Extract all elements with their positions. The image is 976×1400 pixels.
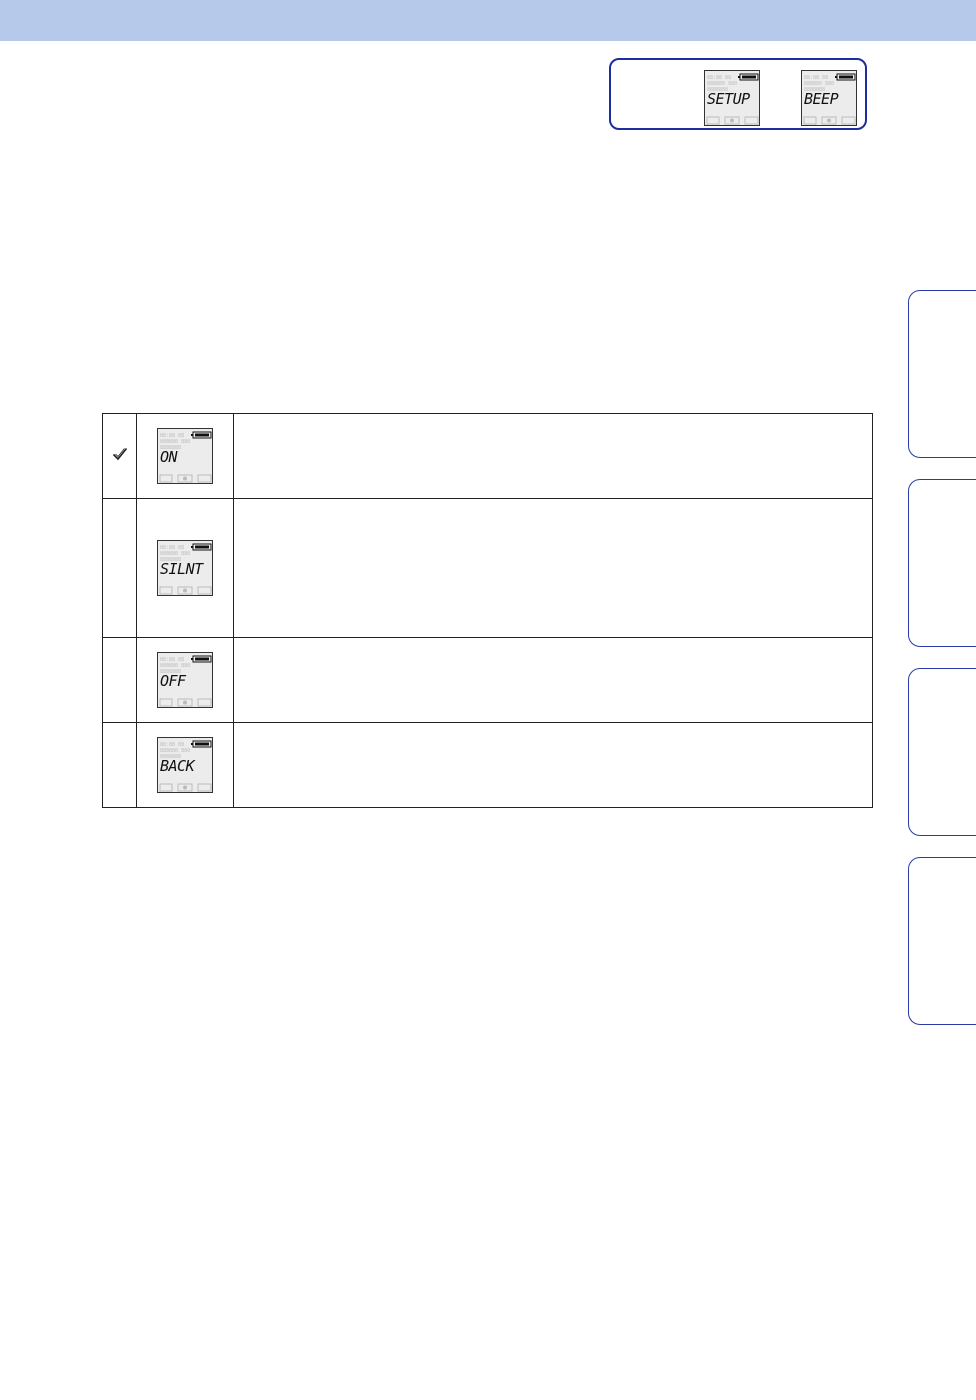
lcd-screen-silnt: 88:88 88 888880 880 8888888 SILNT: [157, 540, 213, 596]
lcd-segments-icon: 88:88 88 888880 880 8888888: [159, 543, 212, 595]
lcd-screen-setup: 88:88 88 888880 880 8888888 SETUP: [704, 70, 760, 126]
svg-text:8888888: 8888888: [160, 754, 181, 760]
lcd-screen-beep: 88:88 88 888880 880 8888888 BEEP: [801, 70, 857, 126]
description-cell: [233, 498, 873, 638]
lcd-cell: 88:88 88 888880 880 8888888 SILNT: [136, 498, 234, 638]
description-cell: [233, 722, 873, 808]
lcd-display-text: BEEP: [804, 90, 839, 108]
side-tab-4[interactable]: [908, 857, 976, 1025]
svg-text:88:88 88: 88:88 88: [160, 657, 184, 663]
svg-text:888880 880: 888880 880: [160, 439, 190, 445]
side-tab-2[interactable]: [908, 479, 976, 647]
header-band: [0, 0, 976, 41]
svg-text:888880 880: 888880 880: [160, 663, 190, 669]
lcd-segments-icon: 88:88 88 888880 880 8888888: [706, 73, 759, 125]
lcd-segments-icon: 88:88 88 888880 880 8888888: [803, 73, 856, 125]
svg-text:88:88 88: 88:88 88: [804, 75, 828, 81]
default-marker-cell: [102, 498, 137, 638]
lcd-display-text: SILNT: [160, 560, 203, 578]
svg-text:888880 880: 888880 880: [160, 748, 190, 754]
default-marker-cell: [102, 413, 137, 499]
menu-path-box: 88:88 88 888880 880 8888888 SETUP 88:88 …: [609, 58, 867, 130]
svg-text:888880 880: 888880 880: [804, 81, 834, 87]
lcd-cell: 88:88 88 888880 880 8888888 BACK: [136, 722, 234, 808]
table-row: 88:88 88 888880 880 8888888 ON: [102, 413, 873, 499]
lcd-display-text: ON: [160, 448, 178, 466]
svg-text:8888888: 8888888: [160, 557, 181, 563]
default-marker-cell: [102, 637, 137, 723]
lcd-cell: 88:88 88 888880 880 8888888 ON: [136, 413, 234, 499]
svg-text:88:88 88: 88:88 88: [707, 75, 731, 81]
svg-text:8888888: 8888888: [804, 87, 825, 93]
svg-text:88:88 88: 88:88 88: [160, 433, 184, 439]
table-row: 88:88 88 888880 880 8888888 SILNT: [102, 498, 873, 638]
lcd-segments-icon: 88:88 88 888880 880 8888888: [159, 431, 212, 483]
svg-text:88:88 88: 88:88 88: [160, 742, 184, 748]
lcd-display-text: SETUP: [707, 90, 750, 108]
check-mark-icon: [112, 447, 127, 460]
default-marker-cell: [102, 722, 137, 808]
svg-text:8888888: 8888888: [707, 87, 728, 93]
svg-text:88:88 88: 88:88 88: [160, 545, 184, 551]
side-tab-1[interactable]: [908, 290, 976, 458]
lcd-screen-off: 88:88 88 888880 880 8888888 OFF: [157, 652, 213, 708]
lcd-segments-icon: 88:88 88 888880 880 8888888: [159, 740, 212, 792]
description-cell: [233, 413, 873, 499]
svg-text:888880 880: 888880 880: [160, 551, 190, 557]
table-row: 88:88 88 888880 880 8888888 BACK: [102, 722, 873, 808]
beep-options-table: 88:88 88 888880 880 8888888 ON: [102, 413, 873, 808]
lcd-screen-on: 88:88 88 888880 880 8888888 ON: [157, 428, 213, 484]
svg-text:8888888: 8888888: [160, 669, 181, 675]
lcd-screen-back: 88:88 88 888880 880 8888888 BACK: [157, 737, 213, 793]
lcd-display-text: BACK: [160, 757, 195, 775]
description-cell: [233, 637, 873, 723]
lcd-segments-icon: 88:88 88 888880 880 8888888: [159, 655, 212, 707]
side-tab-3[interactable]: [908, 668, 976, 836]
svg-text:888880 880: 888880 880: [707, 81, 737, 87]
table-row: 88:88 88 888880 880 8888888 OFF: [102, 637, 873, 723]
lcd-cell: 88:88 88 888880 880 8888888 OFF: [136, 637, 234, 723]
lcd-display-text: OFF: [160, 672, 186, 690]
svg-text:8888888: 8888888: [160, 445, 181, 451]
